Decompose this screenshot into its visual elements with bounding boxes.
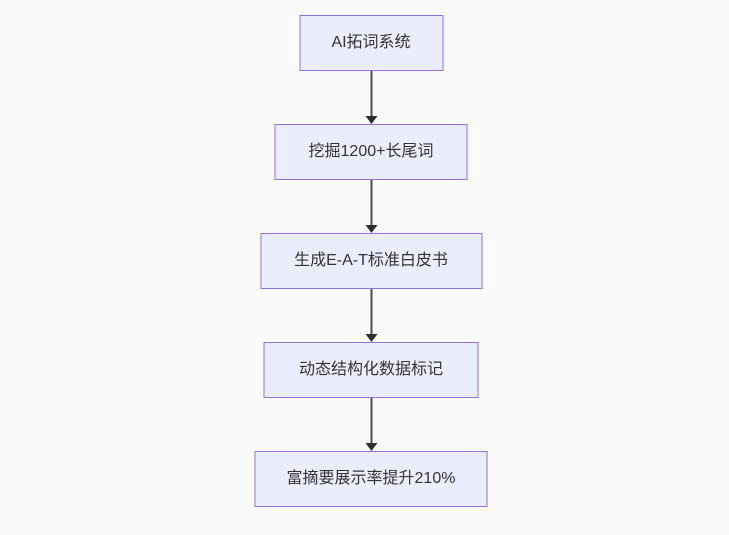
arrow-line bbox=[370, 289, 372, 334]
arrow-line bbox=[370, 180, 372, 225]
arrow-down-4 bbox=[365, 398, 377, 451]
arrow-down-2 bbox=[365, 180, 377, 233]
flow-node-rich-snippet-result: 富摘要展示率提升210% bbox=[254, 451, 488, 507]
flowchart: AI拓词系统 挖掘1200+长尾词 生成E-A-T标准白皮书 动态结构化数据标记… bbox=[254, 15, 488, 507]
flow-node-ai-keyword-system: AI拓词系统 bbox=[299, 15, 443, 71]
flow-node-structured-data-markup: 动态结构化数据标记 bbox=[263, 342, 479, 398]
flow-node-longtail-mining: 挖掘1200+长尾词 bbox=[274, 124, 468, 180]
arrowhead-icon bbox=[365, 334, 377, 342]
arrowhead-icon bbox=[365, 443, 377, 451]
arrowhead-icon bbox=[365, 225, 377, 233]
arrow-line bbox=[370, 398, 372, 443]
arrow-line bbox=[370, 71, 372, 116]
arrowhead-icon bbox=[365, 116, 377, 124]
arrow-down-3 bbox=[365, 289, 377, 342]
arrow-down-1 bbox=[365, 71, 377, 124]
flow-node-eat-whitepaper: 生成E-A-T标准白皮书 bbox=[260, 233, 482, 289]
